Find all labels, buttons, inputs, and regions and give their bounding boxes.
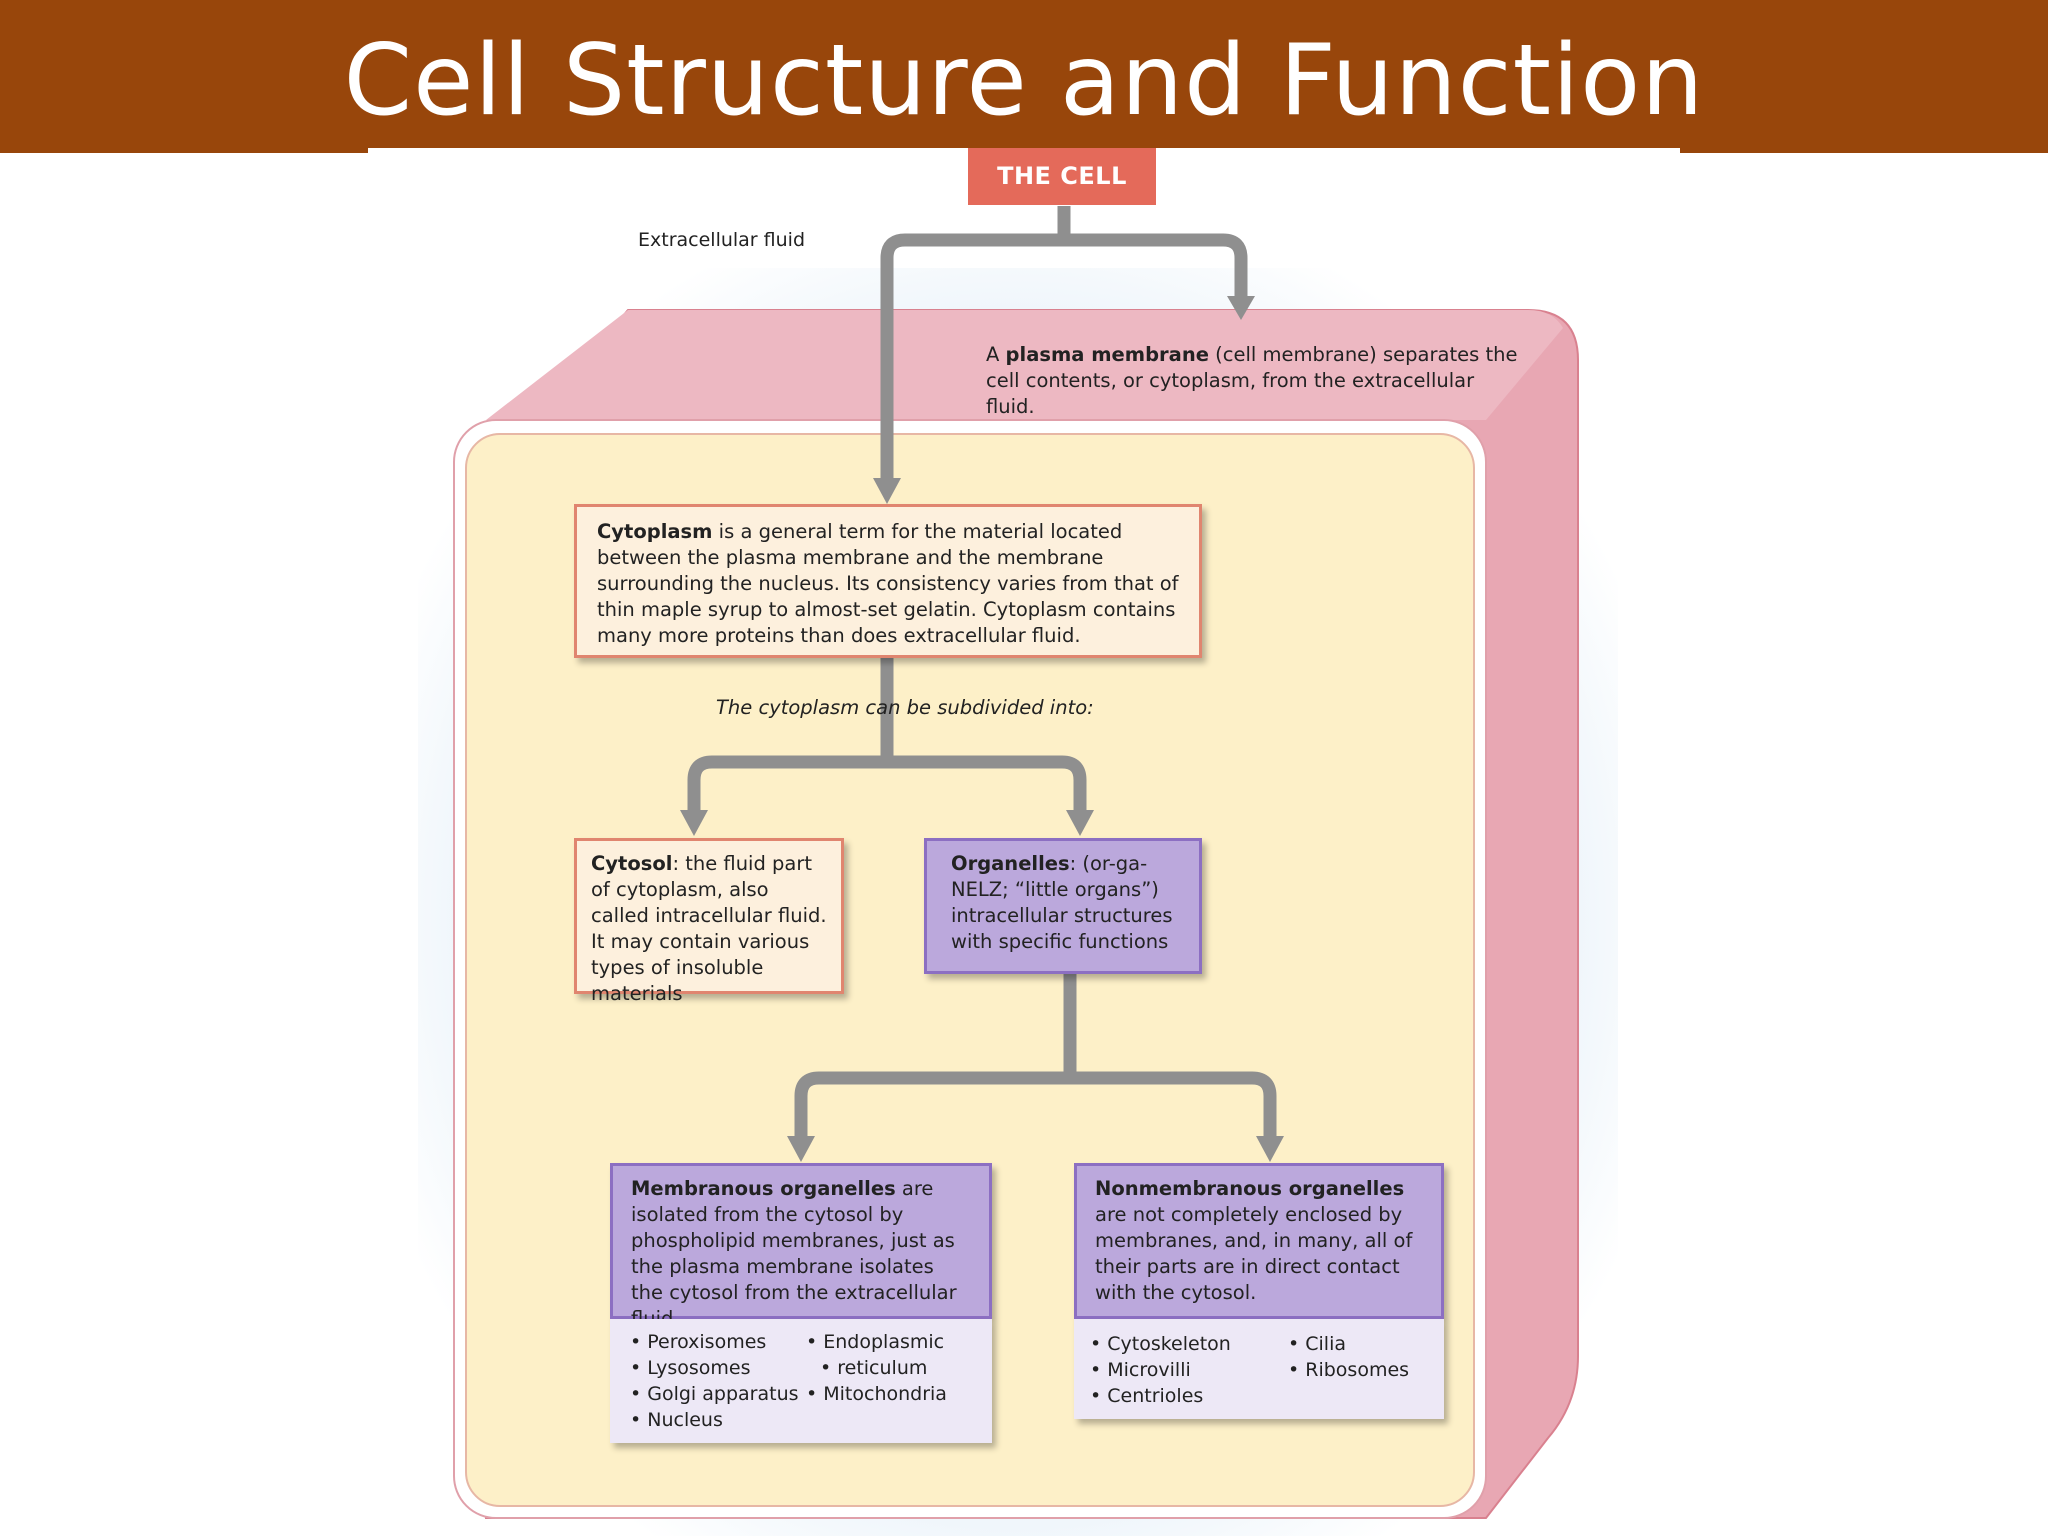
membranous-organelles-list: Peroxisomes Lysosomes Golgi apparatus Nu… [610,1319,992,1443]
cell-diagram: THE CELL Extracellular fluid A plasma me… [368,148,1680,1536]
list-item: Ribosomes [1288,1357,1409,1383]
connectors [687,206,1277,1138]
arrow-to-membranous [787,1136,815,1162]
arrow-to-cytosol [680,810,708,836]
slide-title: Cell Structure and Function [343,24,1705,138]
list-item: Nucleus [630,1407,799,1433]
connector-root-split [880,233,1248,480]
list-item: Centrioles [1090,1383,1231,1409]
membranous-organelles-box: Membranous organelles are isolated from … [610,1163,992,1330]
title-bar [0,0,2048,153]
arrow-to-membrane [1227,296,1255,320]
plasma-membrane-top [486,310,1563,420]
list-item: Mitochondria [806,1381,947,1407]
arrow-to-nonmembranous [1256,1136,1284,1162]
cytoplasm-box: Cytoplasm is a general term for the mate… [574,504,1202,658]
extracellular-fluid-label: Extracellular fluid [638,229,806,251]
list-item: Microvilli [1090,1357,1231,1383]
arrow-to-cytoplasm [873,478,901,504]
cytosol-box: Cytosol: the fluid part of cytoplasm, al… [574,838,844,1005]
arrow-to-organelles [1066,810,1094,836]
connector-cytoplasm-split [687,755,1087,813]
list-item: Cytoskeleton [1090,1331,1231,1357]
list-item: Peroxisomes [630,1329,799,1355]
nonmembranous-organelles-list: Cytoskeleton Microvilli Centrioles Cilia… [1074,1319,1444,1419]
list-item-continuation: reticulum [806,1355,947,1381]
plasma-membrane-description: A plasma membrane (cell membrane) separa… [986,343,1518,418]
list-item: Lysosomes [630,1355,799,1381]
list-item: Endoplasmic [806,1329,947,1355]
organelles-box: Organelles: (or-ga-NELZ; “little organs”… [924,838,1202,974]
list-item: Golgi apparatus [630,1381,798,1407]
list-item: Cilia [1288,1331,1409,1357]
the-cell-label: THE CELL [968,148,1156,205]
subdivision-caption: The cytoplasm can be subdivided into: [716,696,1094,719]
arrowheads [680,296,1284,1162]
connector-organelles-split [794,1071,1277,1138]
